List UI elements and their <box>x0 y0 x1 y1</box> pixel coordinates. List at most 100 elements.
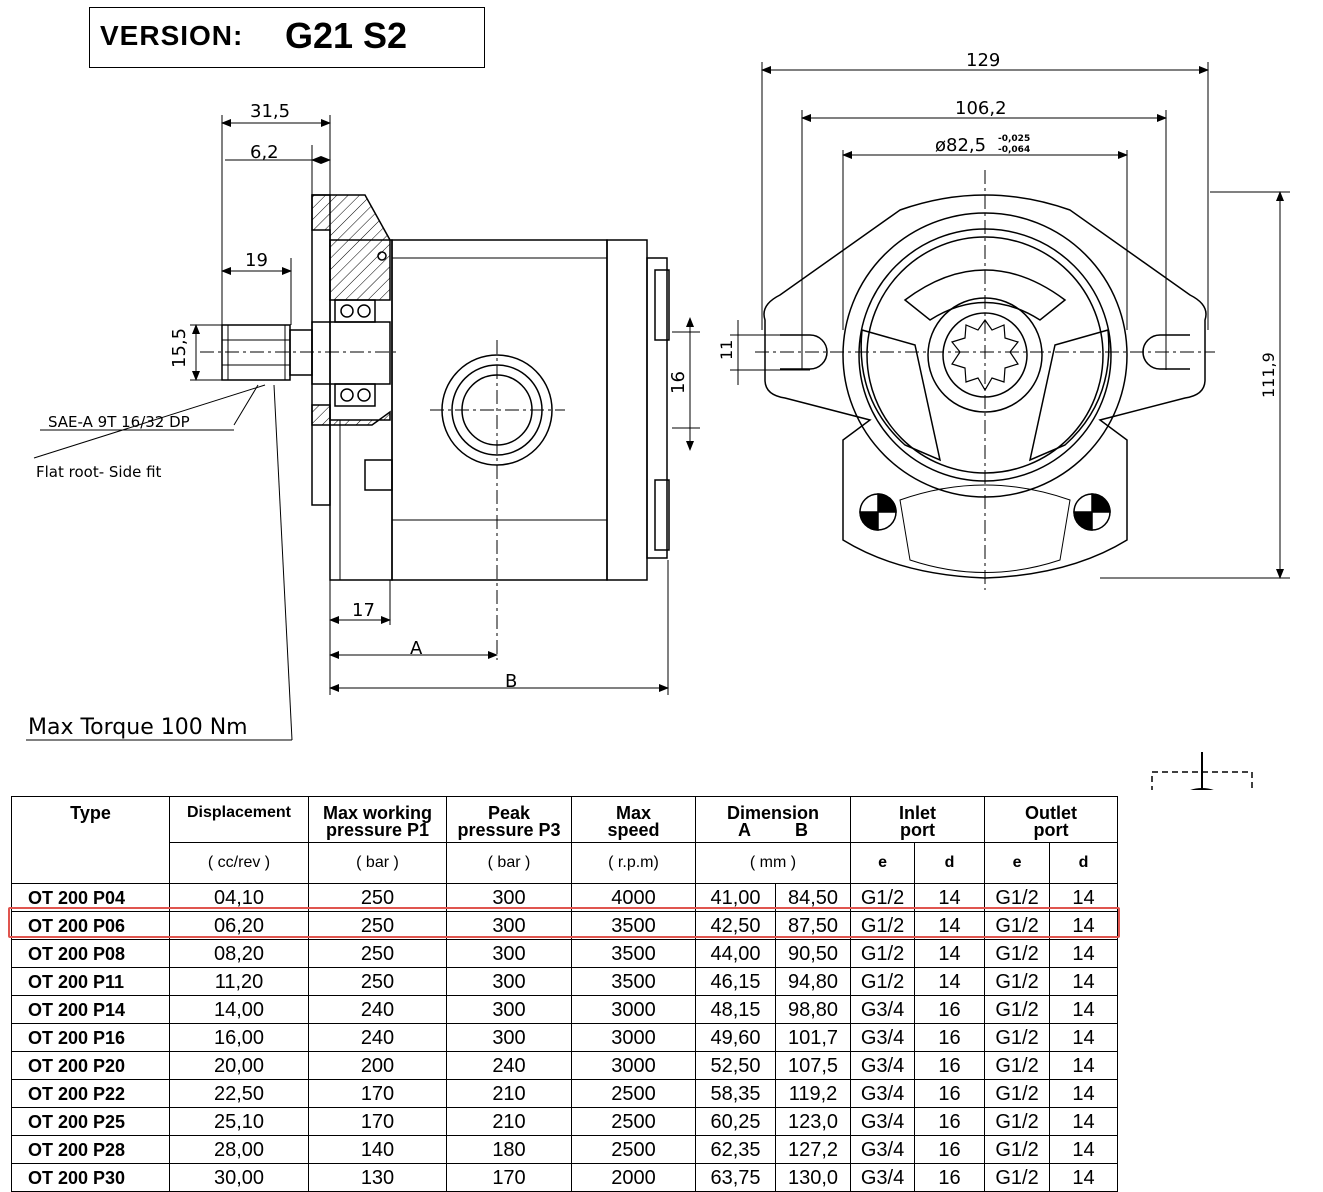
version-label: VERSION: <box>100 20 244 51</box>
table-cell: G3/4 <box>850 1079 916 1108</box>
table-cell: 14,00 <box>169 995 309 1024</box>
spline-note: SAE-A 9T 16/32 DP <box>48 413 190 431</box>
table-cell: OT 200 P08 <box>11 939 170 968</box>
table-cell: G3/4 <box>850 1163 916 1192</box>
table-cell: 16 <box>914 1023 986 1052</box>
col-dimension: Dimension A B <box>694 796 852 843</box>
col-displacement: Displacement <box>169 796 309 843</box>
table-cell: 130,0 <box>774 1163 852 1192</box>
table-cell: 14 <box>1049 1107 1119 1136</box>
table-cell: 14 <box>1049 1023 1119 1052</box>
table-cell: 3000 <box>571 1023 696 1052</box>
table-cell: OT 200 P14 <box>11 995 170 1024</box>
table-cell: 16 <box>914 1135 986 1164</box>
version-box: VERSION: G21 S2 <box>89 7 485 68</box>
table-cell: G3/4 <box>850 1051 916 1080</box>
table-cell: 300 <box>446 1023 572 1052</box>
table-cell: OT 200 P30 <box>11 1163 170 1192</box>
table-cell: G1/2 <box>984 1163 1051 1192</box>
table-cell: 240 <box>308 995 447 1024</box>
table-cell: 3000 <box>571 995 696 1024</box>
table-cell: 250 <box>308 939 447 968</box>
table-cell: G1/2 <box>984 1023 1051 1052</box>
fit-note: Flat root- Side fit <box>36 463 162 481</box>
table-cell: G1/2 <box>850 939 916 968</box>
table-cell: 14 <box>1049 995 1119 1024</box>
col-max-speed: Max speed <box>571 796 696 843</box>
table-cell: 14 <box>1049 1135 1119 1164</box>
side-view <box>26 115 700 741</box>
table-cell: OT 200 P16 <box>11 1023 170 1052</box>
unit-peak: ( bar ) <box>446 842 572 884</box>
technical-drawing: 31,5 6,2 19 15,5 16 17 A B SAE-A 9T 16/3… <box>26 50 1290 790</box>
front-view <box>730 62 1290 590</box>
table-cell: 300 <box>446 939 572 968</box>
table-cell: 06,20 <box>169 911 309 940</box>
table-cell: 16 <box>914 1079 986 1108</box>
table-cell: 14 <box>1049 1163 1119 1192</box>
table-cell: 2500 <box>571 1107 696 1136</box>
dim-a: A <box>410 638 423 659</box>
table-cell: 300 <box>446 995 572 1024</box>
table-cell: 3500 <box>571 939 696 968</box>
table-cell: 130 <box>308 1163 447 1192</box>
table-cell: G1/2 <box>850 967 916 996</box>
table-cell: 44,00 <box>695 939 776 968</box>
table-cell: 25,10 <box>169 1107 309 1136</box>
table-cell: 240 <box>308 1023 447 1052</box>
unit-dimension: ( mm ) <box>694 842 852 884</box>
table-cell: 107,5 <box>774 1051 852 1080</box>
table-cell: 90,50 <box>774 939 852 968</box>
table-cell: 2500 <box>571 1135 696 1164</box>
table-cell: 240 <box>446 1051 572 1080</box>
table-cell: 60,25 <box>695 1107 776 1136</box>
torque-note: Max Torque 100 Nm <box>28 715 248 740</box>
dim-b: B <box>505 671 517 692</box>
table-cell: OT 200 P06 <box>11 911 170 940</box>
table-cell: 14 <box>914 939 986 968</box>
table-cell: 2500 <box>571 1079 696 1108</box>
dim-106-2: 106,2 <box>955 98 1007 119</box>
table-cell: 58,35 <box>695 1079 776 1108</box>
col-peak-pressure: Peak pressure P3 <box>446 796 572 843</box>
table-cell: OT 200 P11 <box>11 967 170 996</box>
table-cell: 49,60 <box>695 1023 776 1052</box>
table-cell: 62,35 <box>695 1135 776 1164</box>
table-cell: 140 <box>308 1135 447 1164</box>
table-cell: 210 <box>446 1079 572 1108</box>
table-cell: 63,75 <box>695 1163 776 1192</box>
table-cell: G1/2 <box>984 1079 1051 1108</box>
table-cell: 16 <box>914 995 986 1024</box>
table-cell: G1/2 <box>984 1107 1051 1136</box>
table-cell: 14 <box>1049 939 1119 968</box>
table-cell: 11,20 <box>169 967 309 996</box>
unit-speed: ( r.p.m) <box>571 842 696 884</box>
table-cell: 14 <box>1049 967 1119 996</box>
table-cell: 2000 <box>571 1163 696 1192</box>
table-cell: 14 <box>1049 911 1119 940</box>
table-cell: 210 <box>446 1107 572 1136</box>
table-cell: 3500 <box>571 967 696 996</box>
dim-6-2: 6,2 <box>250 142 279 163</box>
table-cell: 52,50 <box>695 1051 776 1080</box>
spec-table: Type Displacement Max working pressure P… <box>11 796 1119 1192</box>
table-cell: 300 <box>446 911 572 940</box>
table-cell: G3/4 <box>850 1107 916 1136</box>
table-cell: 170 <box>308 1107 447 1136</box>
dim-11: 11 <box>717 340 736 360</box>
table-cell: 200 <box>308 1051 447 1080</box>
table-cell: 119,2 <box>774 1079 852 1108</box>
table-cell: 46,15 <box>695 967 776 996</box>
table-cell: G1/2 <box>984 967 1051 996</box>
table-cell: G3/4 <box>850 1023 916 1052</box>
table-cell: 4000 <box>571 883 696 912</box>
table-cell: G1/2 <box>984 1135 1051 1164</box>
col-inlet: Inlet port <box>850 796 986 843</box>
table-cell: 250 <box>308 967 447 996</box>
